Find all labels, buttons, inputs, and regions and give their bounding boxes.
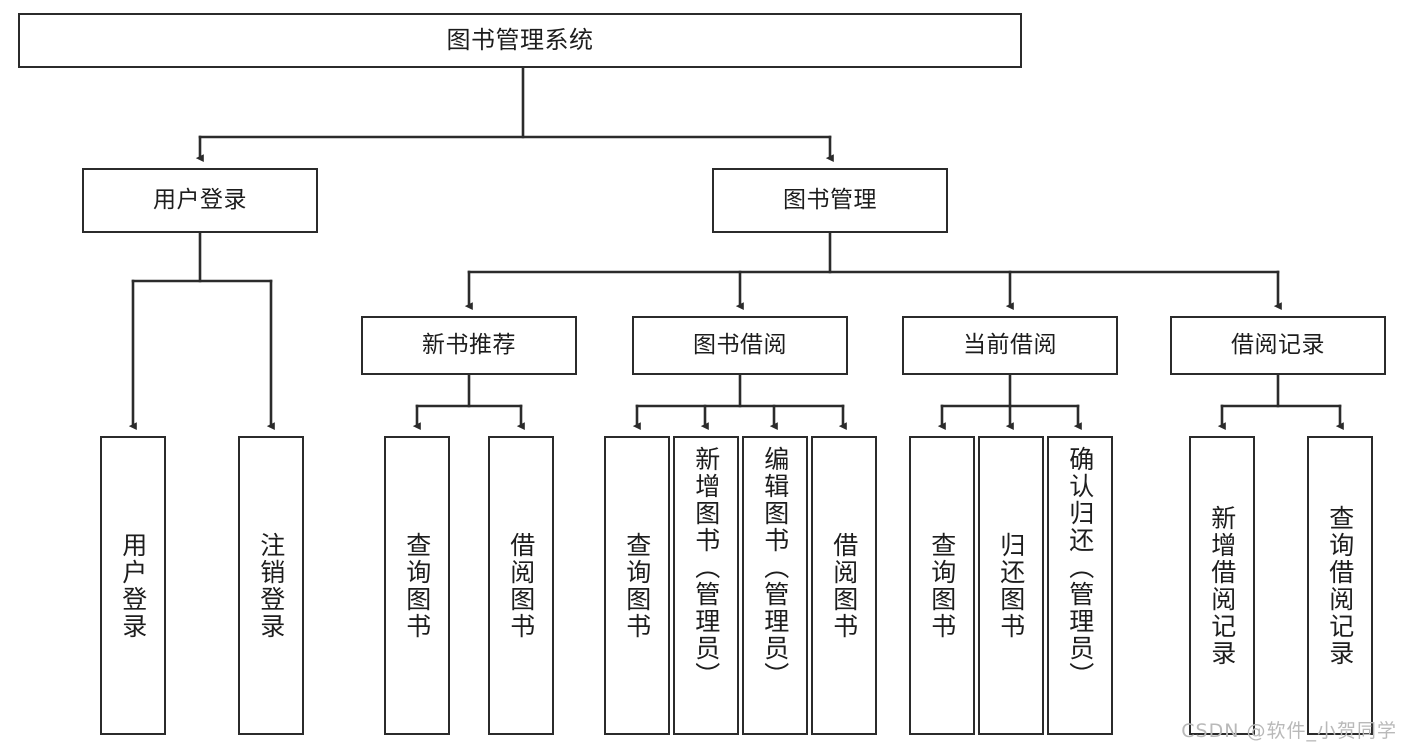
node-leaf-add-book[interactable]: 新增图书（管理员） [673,436,739,735]
node-leaf-edit-book[interactable]: 编辑图书（管理员） [742,436,808,735]
csdn-watermark: CSDN @软件_小贺同学 [1181,720,1397,742]
node-leaf-confirm-return[interactable]: 确认归还（管理员） [1047,436,1113,735]
node-new-book-rec-label: 新书推荐 [422,332,516,359]
node-leaf-query-book-1[interactable]: 查询图书 [384,436,450,735]
node-root[interactable]: 图书管理系统 [18,13,1022,68]
node-leaf-query-record[interactable]: 查询借阅记录 [1307,436,1373,735]
node-book-borrow-label: 图书借阅 [693,332,787,359]
node-book-manage-label: 图书管理 [783,187,877,214]
node-book-borrow[interactable]: 图书借阅 [632,316,848,375]
node-book-manage[interactable]: 图书管理 [712,168,948,233]
node-leaf-user-login-label: 用户登录 [118,531,148,640]
node-leaf-add-record-label: 新增借阅记录 [1207,504,1237,667]
node-new-book-rec[interactable]: 新书推荐 [361,316,577,375]
node-user-login-label: 用户登录 [153,187,247,214]
node-leaf-borrow-book-2[interactable]: 借阅图书 [811,436,877,735]
node-leaf-add-book-label: 新增图书（管理员） [691,446,721,689]
node-leaf-borrow-book-1-label: 借阅图书 [506,531,536,640]
node-leaf-borrow-book-1[interactable]: 借阅图书 [488,436,554,735]
node-leaf-edit-book-label: 编辑图书（管理员） [760,446,790,689]
node-user-login[interactable]: 用户登录 [82,168,318,233]
node-leaf-confirm-return-label: 确认归还（管理员） [1065,446,1095,689]
node-leaf-logout[interactable]: 注销登录 [238,436,304,735]
node-leaf-add-record[interactable]: 新增借阅记录 [1189,436,1255,735]
node-borrow-record[interactable]: 借阅记录 [1170,316,1386,375]
node-leaf-return-book[interactable]: 归还图书 [978,436,1044,735]
node-leaf-query-book-1-label: 查询图书 [402,531,432,640]
node-leaf-query-book-3-label: 查询图书 [927,531,957,640]
node-leaf-user-login[interactable]: 用户登录 [100,436,166,735]
node-leaf-logout-label: 注销登录 [256,531,286,640]
node-leaf-borrow-book-2-label: 借阅图书 [829,531,859,640]
node-borrow-record-label: 借阅记录 [1231,332,1325,359]
node-leaf-query-book-2[interactable]: 查询图书 [604,436,670,735]
node-current-borrow-label: 当前借阅 [963,332,1057,359]
node-leaf-query-book-2-label: 查询图书 [622,531,652,640]
node-current-borrow[interactable]: 当前借阅 [902,316,1118,375]
node-leaf-return-book-label: 归还图书 [996,531,1026,640]
node-root-label: 图书管理系统 [446,25,594,54]
node-leaf-query-record-label: 查询借阅记录 [1325,504,1355,667]
node-leaf-query-book-3[interactable]: 查询图书 [909,436,975,735]
